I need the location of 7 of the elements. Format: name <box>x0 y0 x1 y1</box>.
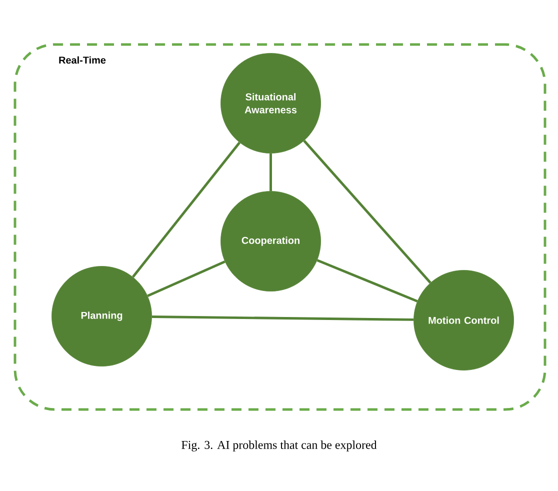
connector-line <box>303 140 432 284</box>
connector-line <box>132 142 241 278</box>
connector-line <box>316 259 418 302</box>
connector-line <box>152 316 414 321</box>
connector-line <box>147 260 226 298</box>
figure-caption: Fig. 3. AI problems that can be explored <box>182 440 377 452</box>
connector-line <box>270 153 272 192</box>
